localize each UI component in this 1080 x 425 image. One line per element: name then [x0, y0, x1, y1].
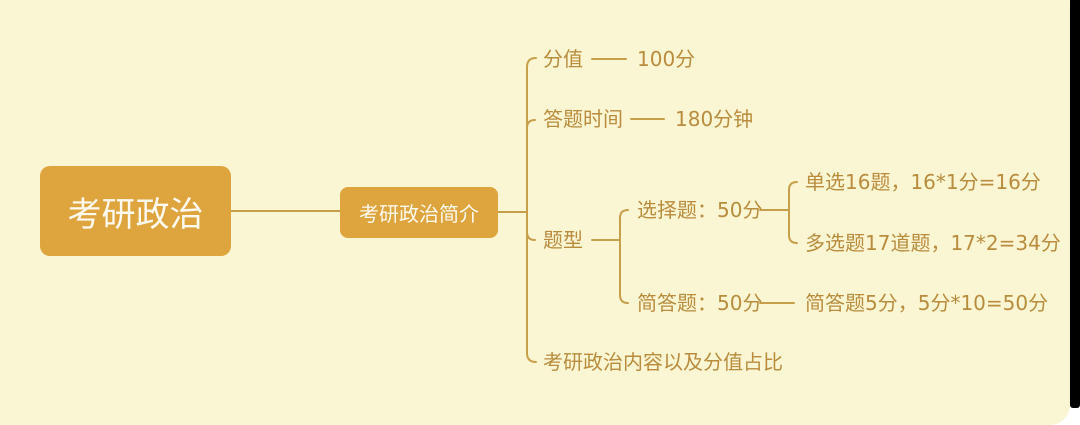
branch-spine-types [619, 209, 629, 304]
topic-time-value[interactable]: 180分钟 [675, 107, 754, 131]
topic-choice-questions[interactable]: 选择题：50分 [637, 198, 763, 222]
topic-short-answer[interactable]: 简答题：50分 [637, 291, 763, 315]
topic-short-answer-value[interactable]: 简答题5分，5分*10=50分 [805, 291, 1049, 315]
root-topic-node[interactable]: 考研政治 [40, 166, 231, 256]
topic-single-choice[interactable]: 单选16题，16*1分=16分 [805, 170, 1041, 194]
topic-score[interactable]: 分值 [543, 47, 583, 71]
topic-time[interactable]: 答题时间 [543, 107, 623, 131]
branch-tick-time [526, 119, 536, 129]
branch-spine-level1 [526, 57, 537, 363]
topic-score-value[interactable]: 100分 [637, 47, 696, 71]
branch-spine-choice [788, 181, 798, 244]
topic-multi-choice[interactable]: 多选题17道题，17*2=34分 [805, 231, 1061, 255]
intro-topic-label: 考研政治简介 [359, 202, 479, 226]
topic-content-ratio[interactable]: 考研政治内容以及分值占比 [543, 350, 783, 374]
intro-topic-node[interactable]: 考研政治简介 [340, 187, 498, 238]
root-topic-label: 考研政治 [67, 194, 204, 235]
branch-tick-types [526, 231, 536, 241]
topic-question-types[interactable]: 题型 [543, 228, 583, 252]
right-edge-bar [1070, 0, 1080, 408]
